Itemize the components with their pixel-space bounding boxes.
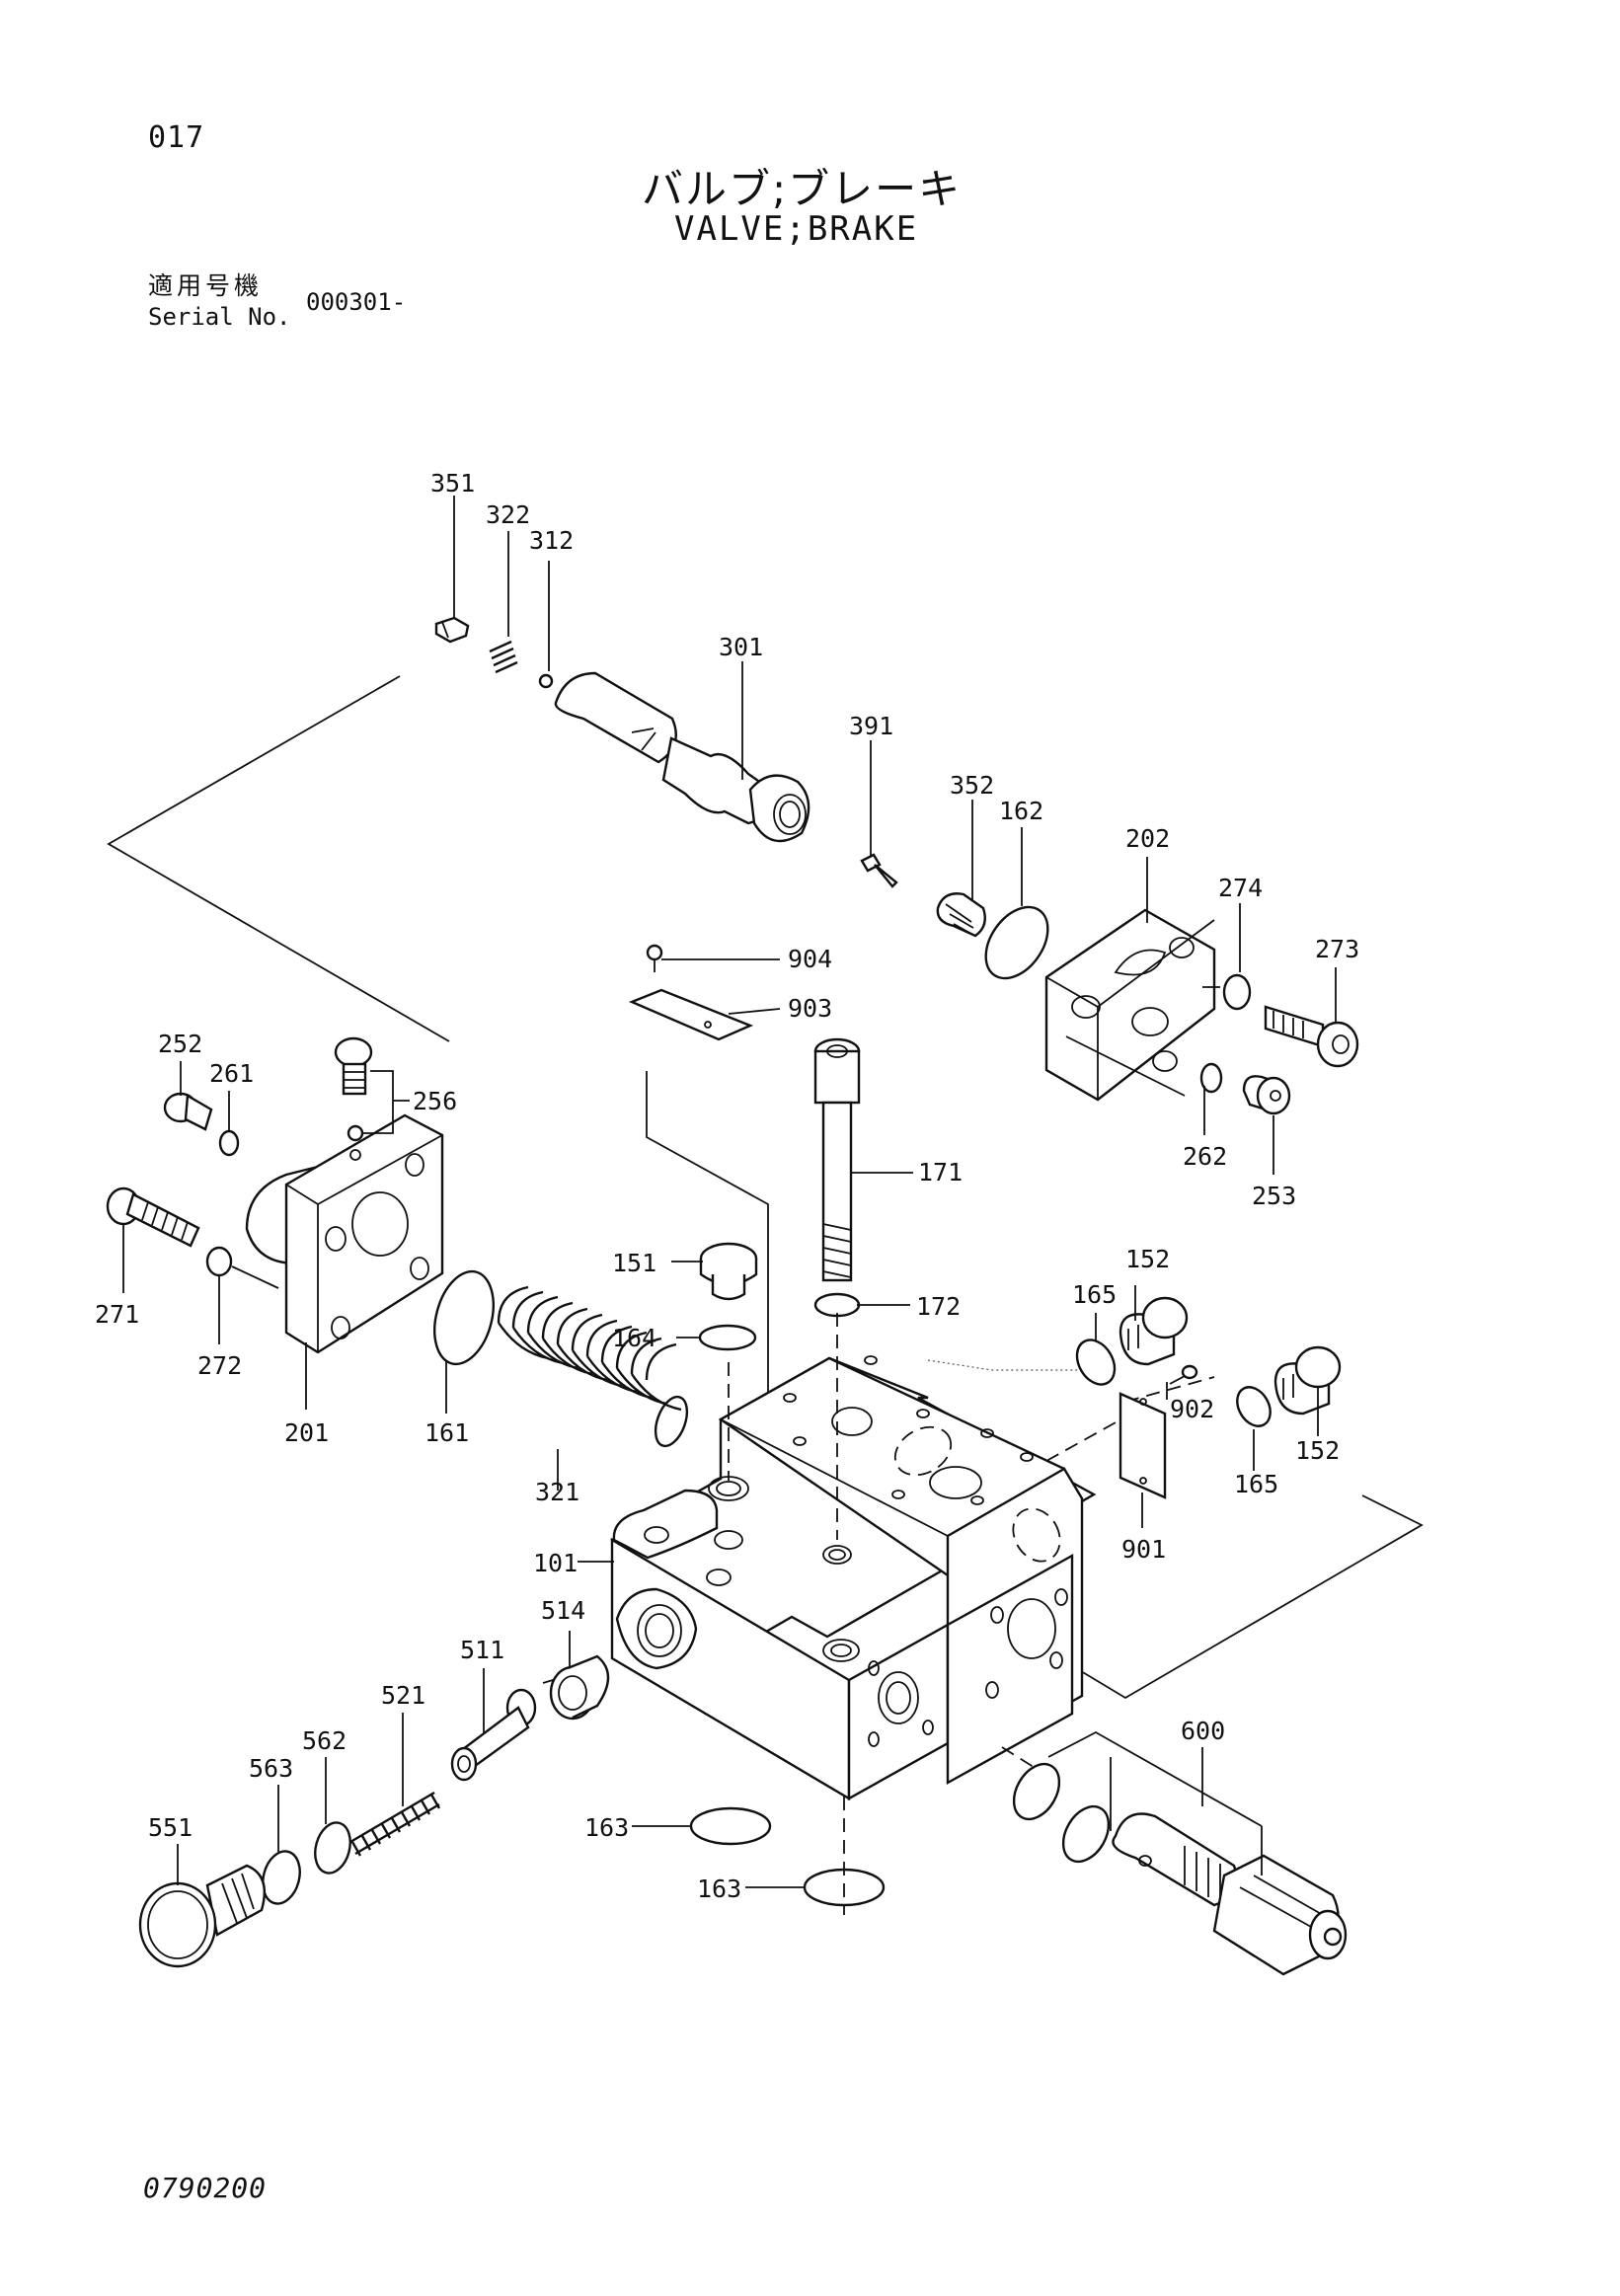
- part-252-plug: [163, 1092, 213, 1131]
- part-562-o-ring: [314, 1821, 351, 1875]
- callout-172: 172: [916, 1292, 961, 1321]
- callout-321: 321: [535, 1478, 579, 1506]
- callout-600: 600: [1181, 1717, 1225, 1745]
- part-514-sleeve: [549, 1654, 610, 1721]
- part-301-spool: [554, 671, 810, 843]
- part-202-cover: [1044, 908, 1216, 1102]
- callout-201: 201: [284, 1418, 329, 1447]
- part-600-o-ring-a: [1012, 1762, 1061, 1821]
- callout-163b: 163: [697, 1875, 741, 1903]
- reference-lines: [107, 675, 1424, 1700]
- serial-number-value: 000301-: [306, 288, 407, 316]
- callout-262: 262: [1183, 1142, 1227, 1171]
- part-256-fitting: [334, 1036, 373, 1142]
- part-521-spring: [349, 1791, 441, 1857]
- page-number: 017: [148, 120, 205, 155]
- part-902-screw: [1169, 1364, 1198, 1385]
- part-272-washer: [205, 1246, 233, 1277]
- callout-272: 272: [197, 1351, 242, 1380]
- callout-312: 312: [529, 526, 574, 555]
- callout-271: 271: [95, 1300, 139, 1329]
- part-162-o-ring: [984, 905, 1049, 980]
- callout-391: 391: [849, 712, 893, 740]
- part-352-plug: [936, 892, 986, 938]
- callout-165a: 165: [1072, 1280, 1117, 1309]
- part-163a-o-ring: [689, 1806, 772, 1846]
- callout-152a: 152: [1125, 1245, 1170, 1273]
- part-201-cover: [245, 1113, 444, 1354]
- callout-256: 256: [413, 1087, 457, 1115]
- part-563-backup-ring: [262, 1850, 301, 1905]
- part-904-rivet: [646, 944, 663, 972]
- callout-903: 903: [788, 994, 832, 1023]
- callout-904: 904: [788, 945, 832, 973]
- callout-322: 322: [486, 500, 530, 529]
- callout-514: 514: [541, 1596, 585, 1625]
- callout-511: 511: [460, 1636, 504, 1664]
- part-165b-o-ring: [1236, 1386, 1272, 1427]
- part-274-washer: [1222, 973, 1252, 1011]
- callout-351: 351: [430, 469, 475, 497]
- spool-assembly: [434, 616, 810, 843]
- part-273-bolt: [1264, 1005, 1359, 1068]
- part-262-o-ring: [1199, 1062, 1223, 1094]
- part-551-plug: [138, 1864, 267, 1968]
- part-161-o-ring: [433, 1269, 495, 1366]
- callout-161: 161: [424, 1418, 469, 1447]
- callout-202: 202: [1125, 824, 1170, 853]
- part-511-poppet: [450, 1688, 537, 1782]
- serial-label-english: Serial No.: [148, 303, 291, 331]
- callout-563: 563: [249, 1754, 293, 1783]
- callout-252: 252: [158, 1030, 202, 1058]
- document-code: 0790200: [143, 2172, 268, 2204]
- callout-274: 274: [1218, 874, 1263, 902]
- callout-162: 162: [999, 797, 1043, 825]
- part-321-spring: [497, 1285, 689, 1448]
- callout-labels: 351 322 312 301 391 352 162 202 274 273 …: [95, 469, 1359, 1903]
- callout-901: 901: [1121, 1535, 1166, 1564]
- part-322-spring: [489, 640, 518, 674]
- title-japanese: バルブ;ブレーキ: [642, 165, 963, 213]
- callout-261: 261: [209, 1059, 254, 1088]
- callout-352: 352: [950, 771, 994, 800]
- callout-171: 171: [918, 1158, 963, 1186]
- callout-551: 551: [148, 1813, 193, 1842]
- part-165a-o-ring: [1075, 1339, 1117, 1386]
- part-152b-plug: [1273, 1345, 1342, 1416]
- leader-lines: [122, 496, 1337, 1888]
- callout-521: 521: [381, 1681, 425, 1710]
- callout-151: 151: [612, 1249, 656, 1277]
- part-901-plate: [1119, 1392, 1167, 1499]
- part-253-plug: [1242, 1075, 1291, 1115]
- callout-562: 562: [302, 1726, 347, 1755]
- part-600-bracket: [1047, 1730, 1263, 1827]
- callout-164: 164: [612, 1324, 656, 1352]
- part-261-o-ring: [218, 1129, 240, 1157]
- part-172-washer: [813, 1292, 861, 1318]
- part-171-bolt: [813, 1037, 861, 1282]
- part-351-plug: [434, 616, 470, 644]
- callout-101: 101: [533, 1549, 578, 1577]
- callout-273: 273: [1315, 935, 1359, 963]
- callout-165b: 165: [1234, 1470, 1278, 1498]
- serial-label-japanese: 適用号機: [148, 271, 264, 300]
- part-391-screw: [860, 853, 898, 888]
- part-271-bolt: [106, 1186, 200, 1248]
- callout-253: 253: [1252, 1182, 1296, 1210]
- part-151-plug: [699, 1242, 758, 1301]
- title-english: VALVE;BRAKE: [674, 209, 919, 249]
- part-903-plate: [628, 988, 754, 1041]
- callout-152b: 152: [1295, 1436, 1340, 1465]
- part-312-ball: [538, 673, 554, 689]
- callout-163a: 163: [584, 1813, 629, 1842]
- callout-902: 902: [1170, 1395, 1214, 1423]
- part-600-o-ring-b: [1061, 1804, 1111, 1864]
- part-600-relief-valve: [1112, 1812, 1348, 1976]
- part-152a-plug: [1119, 1296, 1189, 1366]
- part-101-valve-body: [610, 1355, 1097, 1801]
- part-164-o-ring: [698, 1324, 757, 1351]
- callout-301: 301: [719, 633, 763, 661]
